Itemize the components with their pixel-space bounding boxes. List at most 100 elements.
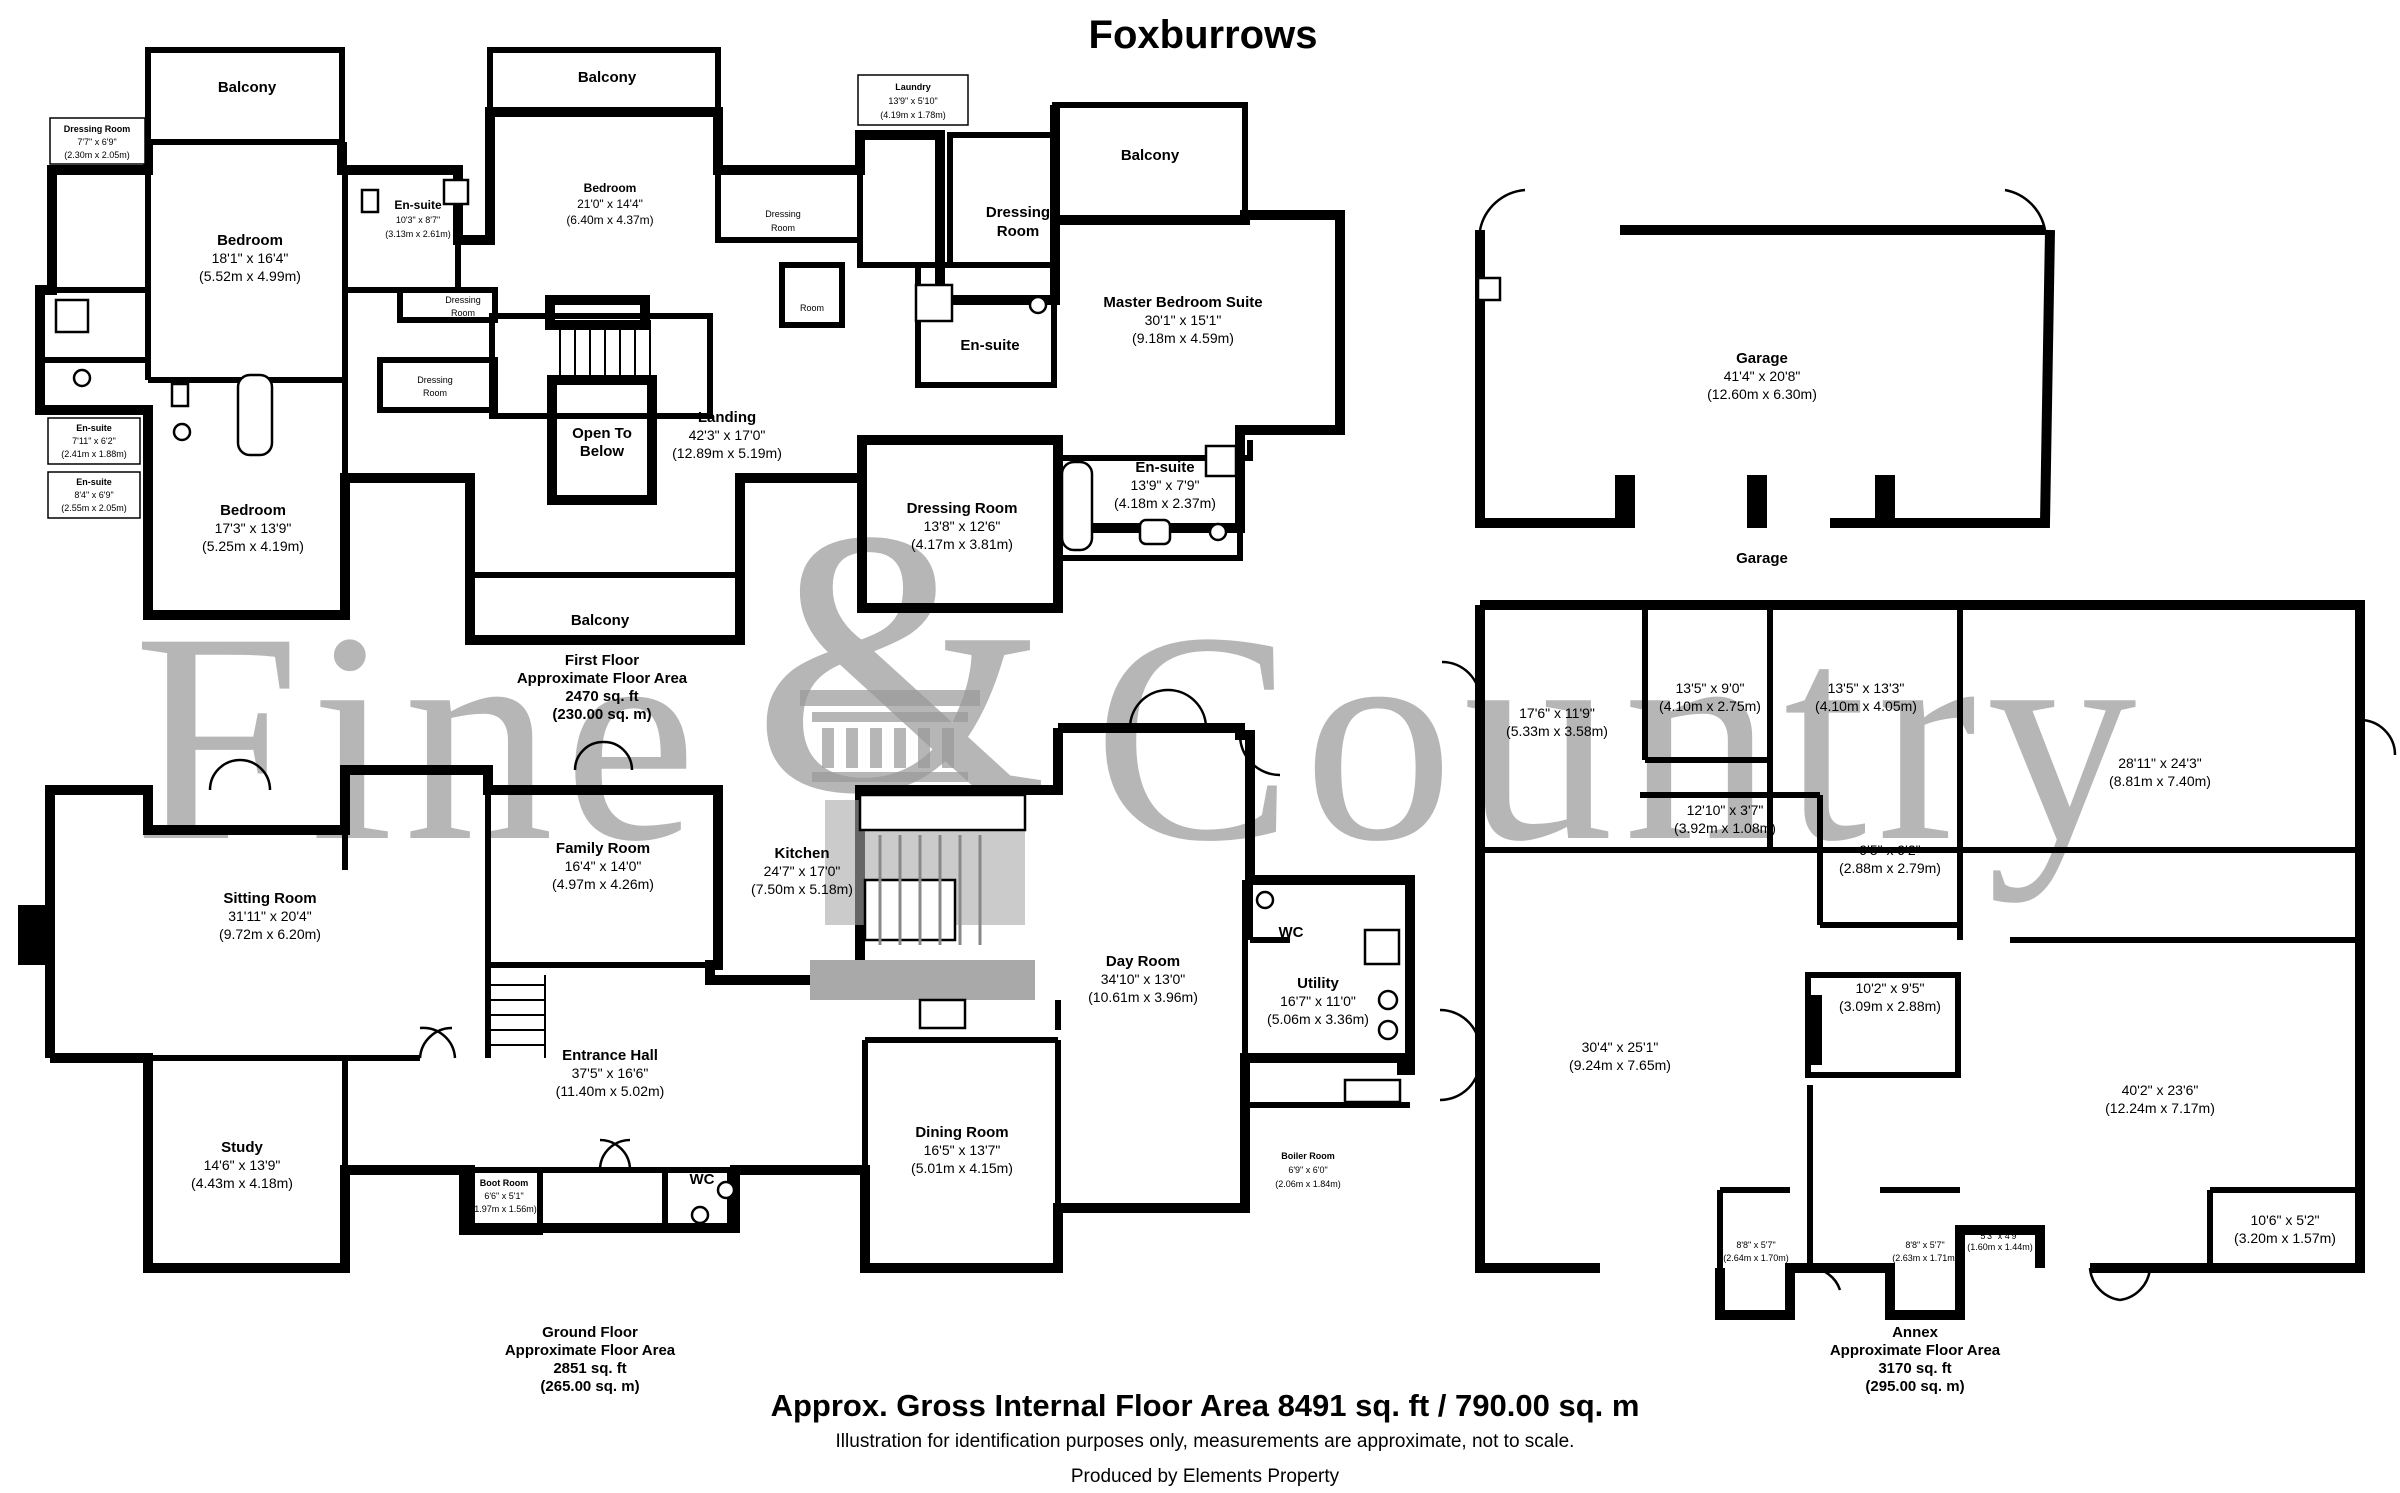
first-floor-area-label: Approximate Floor Area: [517, 670, 688, 687]
room-name-laundry: Laundry: [895, 82, 931, 92]
room-name-ensuite-2: En-suite: [76, 423, 112, 433]
annex-metric-a5: (3.92m x 1.08m): [1674, 820, 1776, 836]
room-metric-bedroom-3: (5.25m x 4.19m): [202, 538, 304, 554]
room-metric-laundry: (4.19m x 1.78m): [880, 110, 946, 120]
annex-imperial-a8: 30'4" x 25'1": [1582, 1039, 1659, 1055]
room-name-dressing-1: Dressing Room: [64, 124, 131, 134]
room-imperial-garage: 41'4" x 20'8": [1724, 368, 1801, 384]
room-metric-landing: (12.89m x 5.19m): [672, 445, 782, 461]
annex-label: Annex: [1892, 1324, 1939, 1341]
ground-floor-labels: Sitting Room 31'11" x 20'4" (9.72m x 6.2…: [191, 840, 1369, 1395]
room-metric-boot: (1.97m x 1.56m): [471, 1204, 537, 1214]
annex-imperial-a3: 13'5" x 13'3": [1828, 680, 1905, 696]
room-metric-boiler: (2.06m x 1.84m): [1275, 1179, 1341, 1189]
room-name-balcony-4: Balcony: [571, 612, 630, 629]
room-metric-ensuite-3: (2.55m x 2.05m): [61, 503, 127, 513]
garage-labels: Garage 41'4" x 20'8" (12.60m x 6.30m) Ga…: [1707, 350, 1817, 567]
room-name-ensuite-4: En-suite: [1135, 459, 1194, 476]
room-metric-dressing-1: (2.30m x 2.05m): [64, 150, 130, 160]
room-name-balcony-2: Balcony: [578, 69, 637, 86]
room-name-day: Day Room: [1106, 953, 1180, 970]
footer: Approx. Gross Internal Floor Area 8491 s…: [771, 1388, 1640, 1487]
first-floor-area-sqft: 2470 sq. ft: [565, 688, 638, 705]
room-imperial-bedroom-1: 18'1" x 16'4": [212, 250, 289, 266]
room-name-balcony-1: Balcony: [218, 79, 277, 96]
room-name2-dressing-2: Room: [771, 223, 795, 233]
garage-label: Garage: [1736, 550, 1788, 567]
room-name-study: Study: [221, 1139, 263, 1156]
annex-metric-a13: (3.20m x 1.57m): [2234, 1230, 2336, 1246]
room-name-open-below: Open To: [572, 425, 632, 442]
room-name-ensuite-1: En-suite: [394, 198, 442, 212]
annex-labels: 17'6" x 11'9" (5.33m x 3.58m) 13'5" x 9'…: [1506, 680, 2336, 1395]
room-name-garage: Garage: [1736, 350, 1788, 367]
room-metric-kitchen: (7.50m x 5.18m): [751, 881, 853, 897]
room-imperial-dressing-1: 7'7" x 6'9": [77, 137, 116, 147]
first-floor-labels: Balcony Balcony Balcony Balcony Dressing…: [47, 69, 1263, 723]
annex-metric-a10: (2.64m x 1.70m): [1723, 1253, 1789, 1263]
annex-imperial-a4: 28'11" x 24'3": [2118, 755, 2202, 771]
room-metric-study: (4.43m x 4.18m): [191, 1175, 293, 1191]
room-metric-sitting: (9.72m x 6.20m): [219, 926, 321, 942]
annex-metric-a3: (4.10m x 4.05m): [1815, 698, 1917, 714]
room-imperial-bedroom-3: 17'3" x 13'9": [215, 520, 292, 536]
room-name-bedroom-3: Bedroom: [220, 502, 286, 519]
room-metric-ensuite-2: (2.41m x 1.88m): [61, 449, 127, 459]
annex-metric-a7: (3.09m x 2.88m): [1839, 998, 1941, 1014]
room-imperial-landing: 42'3" x 17'0": [689, 427, 766, 443]
room-imperial-ensuite-2: 7'11" x 6'2": [72, 436, 116, 446]
ground-floor-walls: [18, 688, 1415, 1273]
room-metric-dining: (5.01m x 4.15m): [911, 1160, 1013, 1176]
room-name2-dressing-master: Room: [997, 223, 1040, 240]
room-name-ensuite-3: En-suite: [76, 477, 112, 487]
annex-metric-a6: (2.88m x 2.79m): [1839, 860, 1941, 876]
room-name-family: Family Room: [556, 840, 650, 857]
annex-imperial-a13: 10'6" x 5'2": [2251, 1212, 2320, 1228]
annex-metric-a1: (5.33m x 3.58m): [1506, 723, 1608, 739]
room-imperial-dining: 16'5" x 13'7": [924, 1142, 1001, 1158]
room-name-dining: Dining Room: [915, 1124, 1008, 1141]
room-metric-dressing-5: (4.17m x 3.81m): [911, 536, 1013, 552]
annex-metric-a4: (8.81m x 7.40m): [2109, 773, 2211, 789]
annex-area-label: Approximate Floor Area: [1830, 1342, 2001, 1359]
first-floor-label: First Floor: [565, 652, 639, 669]
room-name-wc-1: WC: [1279, 924, 1304, 941]
annex-imperial-a6: 9'5" x 9'2": [1859, 842, 1920, 858]
room-name-dressing-4: Dressing: [417, 375, 453, 385]
room-metric-garage: (12.60m x 6.30m): [1707, 386, 1817, 402]
room-name2-open-below: Below: [580, 443, 625, 460]
watermark-column-icon: [800, 690, 980, 782]
annex-area-sqm: (295.00 sq. m): [1865, 1378, 1964, 1395]
room-imperial-study: 14'6" x 13'9": [204, 1157, 281, 1173]
room-name-kitchen: Kitchen: [774, 845, 829, 862]
room-name2-dressing-3: Room: [451, 308, 475, 318]
annex-imperial-a9: 40'2" x 23'6": [2122, 1082, 2199, 1098]
room-metric-master: (9.18m x 4.59m): [1132, 330, 1234, 346]
room-name-landing: Landing: [698, 409, 756, 426]
ground-floor-area-sqm: (265.00 sq. m): [540, 1378, 639, 1395]
ground-floor-label: Ground Floor: [542, 1324, 638, 1341]
annex-imperial-a1: 17'6" x 11'9": [1519, 705, 1595, 721]
room-name-master: Master Bedroom Suite: [1103, 294, 1262, 311]
annex-metric-a12: (1.60m x 1.44m): [1967, 1242, 2033, 1252]
room-name-dressing-3: Dressing: [445, 295, 481, 305]
annex-imperial-a12: 5'3" x 4'9": [1980, 1231, 2019, 1241]
disclaimer: Illustration for identification purposes…: [836, 1431, 1575, 1452]
room-name-sitting: Sitting Room: [223, 890, 316, 907]
garage-plan: [1475, 188, 2055, 528]
room-metric-ensuite-1: (3.13m x 2.61m): [385, 229, 451, 239]
room-imperial-bedroom-2: 21'0" x 14'4": [577, 197, 643, 211]
annex-imperial-a11: 8'8" x 5'7": [1905, 1240, 1944, 1250]
watermark-word-fine: Fine: [133, 571, 706, 903]
annex-metric-a11: (2.63m x 1.71m): [1892, 1253, 1958, 1263]
plan-title: Foxburrows: [1089, 13, 1318, 57]
annex-imperial-a7: 10'2" x 9'5": [1856, 980, 1925, 996]
ground-floor-area-label: Approximate Floor Area: [505, 1342, 676, 1359]
ground-floor-area-sqft: 2851 sq. ft: [553, 1360, 626, 1377]
annex-area-sqft: 3170 sq. ft: [1878, 1360, 1951, 1377]
room-name-ensuite-master-small: En-suite: [960, 337, 1019, 354]
annex-metric-a8: (9.24m x 7.65m): [1569, 1057, 1671, 1073]
room-name-boot: Boot Room: [480, 1178, 529, 1188]
room-name-balcony-3: Balcony: [1121, 147, 1180, 164]
